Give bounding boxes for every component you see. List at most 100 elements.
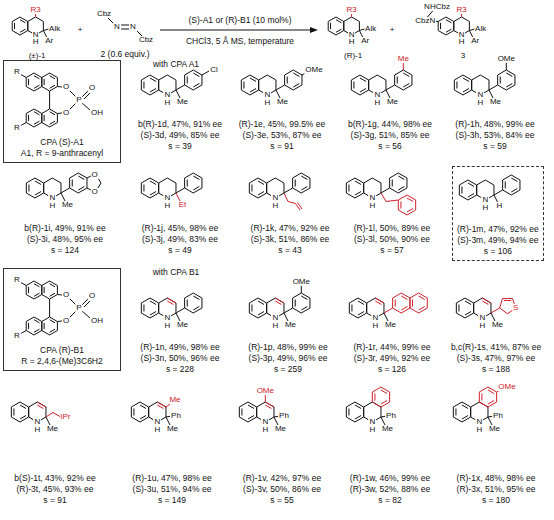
bond-line	[453, 417, 462, 422]
bond-line	[506, 73, 512, 77]
bond-line	[346, 183, 347, 193]
atom-label: N	[33, 418, 41, 426]
bond-line	[70, 173, 79, 178]
bond-line	[26, 78, 27, 87]
bond-line	[390, 188, 399, 193]
bond-line	[287, 77, 288, 84]
bond-line	[44, 79, 45, 85]
bond-line	[20, 20, 25, 23]
atom-label: H	[475, 426, 483, 434]
bond-line	[42, 123, 50, 128]
result-caption: s = 39	[168, 142, 191, 151]
bond-line	[50, 329, 55, 332]
atom-label: O	[62, 109, 70, 117]
bond-line	[248, 405, 254, 409]
bond-line	[372, 392, 373, 402]
bond-line	[407, 198, 413, 202]
bond-line	[506, 63, 507, 71]
bond-line	[283, 183, 284, 193]
bond-line	[394, 75, 395, 85]
bond-line	[176, 193, 180, 201]
atom-label: N	[163, 91, 171, 99]
bond-line	[446, 20, 451, 23]
atom-label: Me	[488, 425, 501, 433]
result-caption: s = 56	[378, 142, 401, 151]
bond-line	[193, 73, 199, 77]
atom-label: N	[48, 194, 56, 202]
bond-line	[50, 320, 55, 323]
bond-line	[348, 409, 349, 416]
atom-label: (R)-1	[343, 52, 363, 60]
bond-line	[46, 413, 53, 418]
atom-label: Cl	[209, 66, 219, 74]
bond-line	[267, 75, 276, 80]
bond-line	[34, 85, 39, 88]
bond-line	[275, 301, 281, 305]
bond-line	[184, 298, 185, 308]
result-caption: s = 126	[378, 365, 406, 374]
bond-line	[143, 82, 144, 89]
bond-line	[150, 312, 156, 316]
bond-line	[41, 322, 42, 331]
bond-line	[438, 17, 446, 22]
bond-line	[141, 193, 150, 198]
bond-line	[251, 185, 252, 192]
bond-line	[176, 308, 185, 313]
atom-label: H	[373, 99, 381, 107]
bond-line	[201, 178, 202, 188]
bond-line	[201, 298, 202, 308]
atom-label: Ar	[44, 37, 54, 45]
bond-line	[175, 303, 176, 313]
bond-line	[184, 75, 185, 85]
result-caption: (S)-3l, 50%, 90% ee	[354, 235, 430, 244]
bond-line	[398, 200, 399, 210]
bond-line	[141, 80, 142, 90]
bond-line	[69, 178, 70, 188]
atom-label: H	[33, 426, 41, 434]
bond-line	[456, 82, 457, 89]
bond-line	[456, 303, 457, 313]
bond-line	[309, 178, 310, 188]
arrow-head	[310, 27, 318, 33]
bond-line	[328, 22, 329, 31]
bond-line	[42, 295, 50, 300]
bond-line	[20, 123, 26, 127]
atom-label: OH	[90, 109, 104, 117]
bond-line	[28, 185, 29, 192]
bond-line	[411, 75, 412, 85]
bond-line	[57, 114, 58, 123]
bond-line	[34, 76, 39, 79]
bond-line	[465, 301, 471, 305]
bond-line	[250, 89, 256, 93]
atom-label: N	[163, 314, 171, 322]
atom-label: N	[153, 418, 161, 426]
bond-line	[349, 313, 358, 318]
bond-line	[470, 407, 471, 417]
bond-line	[465, 312, 471, 316]
bond-line	[275, 178, 284, 183]
bond-line	[276, 90, 280, 98]
bond-line	[400, 202, 401, 209]
bond-line	[57, 322, 58, 331]
bond-line	[502, 180, 503, 190]
bond-line	[28, 287, 29, 293]
bond-line	[150, 89, 156, 93]
bond-line	[471, 80, 472, 90]
result-caption: (S)-3u, 51%, 94% ee	[133, 485, 212, 494]
bond-line	[78, 187, 84, 191]
bond-line	[506, 84, 512, 88]
atom-label: Alk	[48, 25, 61, 33]
bond-line	[353, 82, 354, 89]
bond-line	[149, 402, 158, 407]
result-caption: (R)-3t, 45%, 93% ee	[16, 485, 93, 494]
atom-label: OMe	[497, 383, 516, 391]
bond-line	[14, 23, 15, 29]
atom-label: N	[475, 418, 483, 426]
bond-line	[462, 405, 468, 409]
bond-line	[52, 178, 61, 183]
atom-label: Me	[176, 98, 189, 106]
bond-line	[473, 303, 474, 313]
bond-line	[20, 331, 26, 335]
bond-line	[141, 75, 150, 80]
bond-line	[476, 185, 477, 195]
